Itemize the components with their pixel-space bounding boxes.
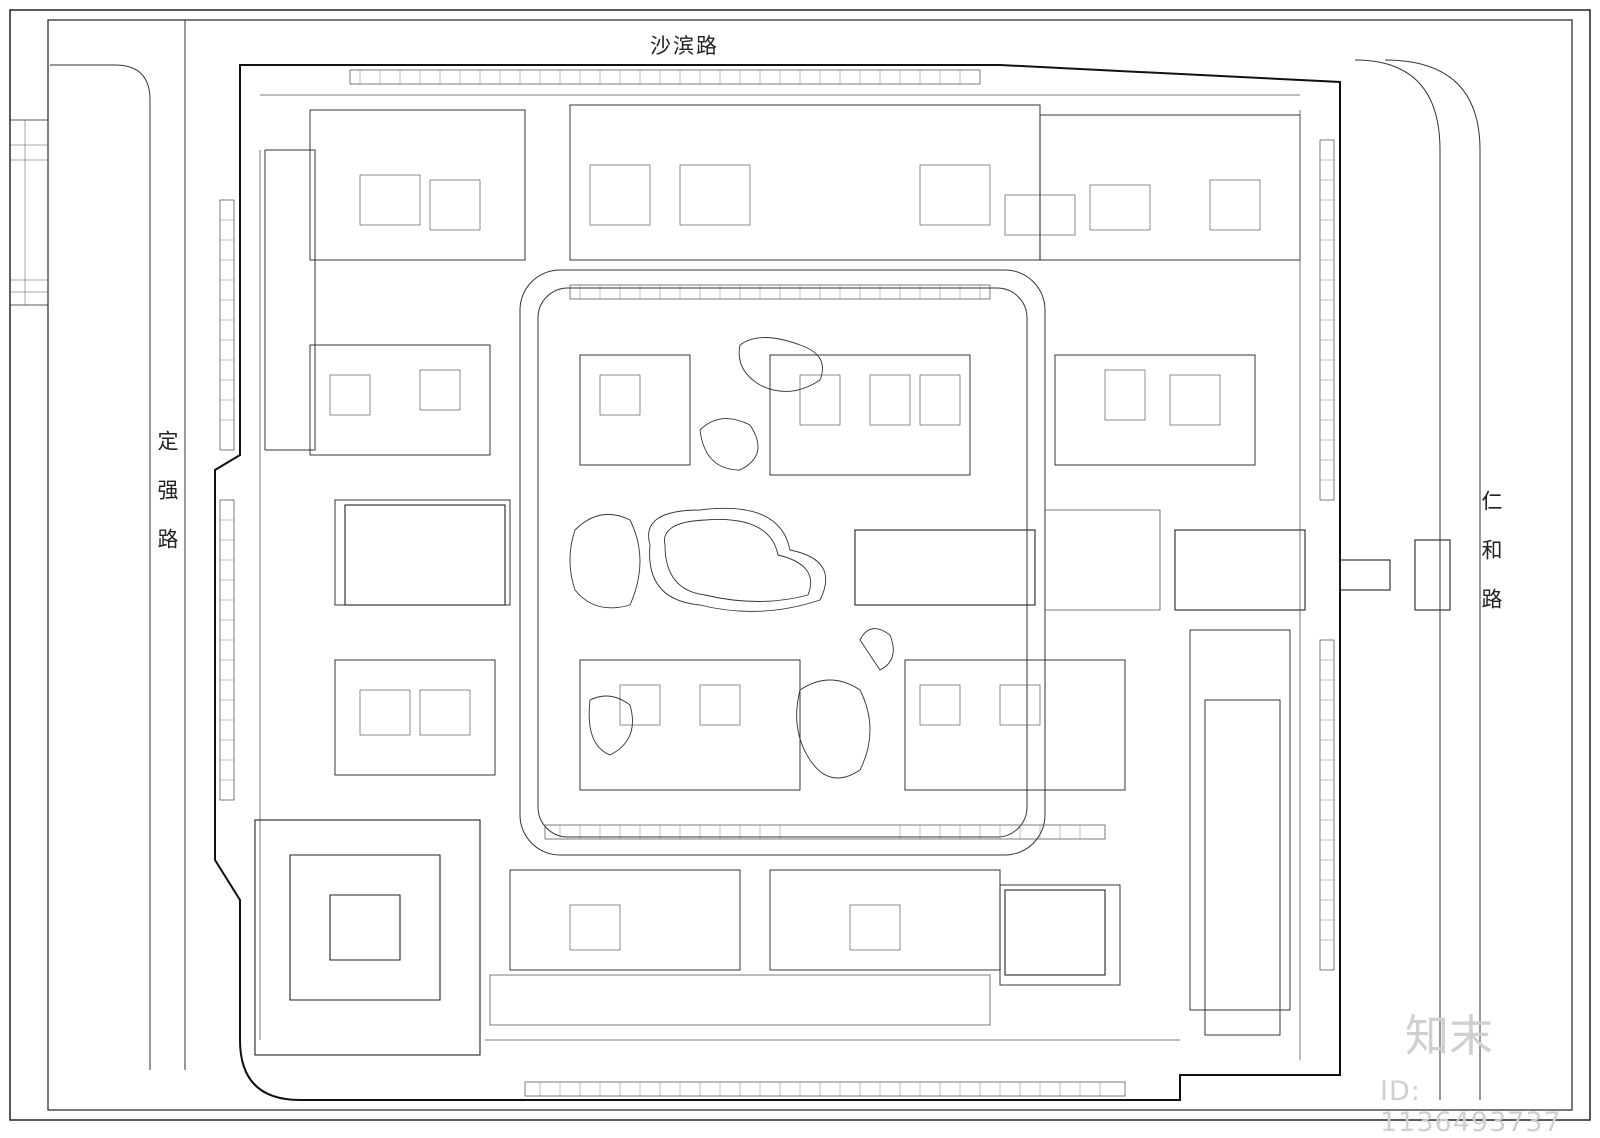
inner-frame bbox=[47, 19, 1573, 1111]
parking-ticks bbox=[220, 70, 1334, 1096]
watermark-id: ID: 1136493737 bbox=[1380, 1076, 1562, 1138]
central-landscape bbox=[569, 337, 894, 779]
parking-rows bbox=[219, 69, 1335, 1097]
watermark-logo: 知末 bbox=[1405, 1011, 1493, 1062]
plaza-buildings bbox=[254, 504, 1451, 1056]
outer-frame bbox=[9, 9, 1591, 1121]
ring-road bbox=[519, 269, 1046, 856]
building-detail bbox=[329, 164, 1261, 951]
site-boundary bbox=[214, 64, 1341, 1101]
title-block bbox=[9, 119, 49, 306]
road-label-west: 定强路 bbox=[155, 430, 179, 577]
road-label-north: 沙滨路 bbox=[650, 34, 719, 58]
road-edges bbox=[50, 20, 1481, 1100]
internal-roads bbox=[259, 94, 1301, 1060]
building-blocks bbox=[264, 104, 1301, 1036]
road-label-east: 仁和路 bbox=[1479, 490, 1503, 637]
